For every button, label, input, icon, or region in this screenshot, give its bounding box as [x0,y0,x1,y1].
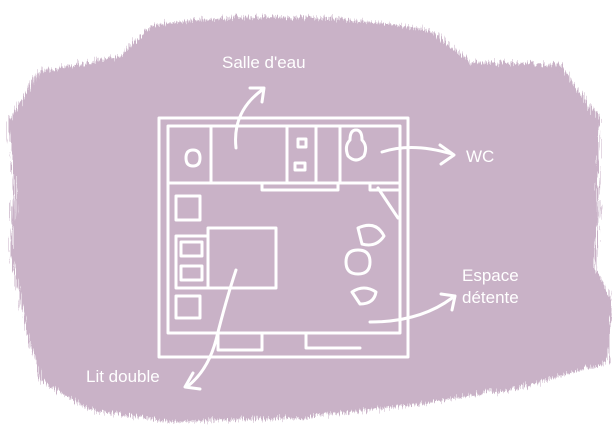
door-bottom-1 [216,331,264,352]
arrow-wc [380,145,454,156]
sink-1 [184,148,202,168]
door-bottom-2 [304,331,362,350]
bed [206,226,278,290]
armchair-2 [350,286,378,306]
label-wc: WC [466,147,495,166]
arrow-lit-head [183,371,202,391]
diagonal-wall [376,186,400,220]
door-2 [368,181,400,192]
sink-2 [293,161,307,172]
shower-drain [296,137,308,149]
pillow-1 [179,240,204,258]
arrow-espace-head [439,292,457,312]
door-1 [260,181,340,192]
label-espace-line1: Espace [462,266,519,285]
brush-background [8,17,612,422]
inner-wall [166,124,402,335]
arrow-lit [186,268,238,388]
arrow-espace [368,296,454,324]
label-espace-detente: Espace détente [462,265,519,309]
storage-bottom [174,294,202,320]
label-espace-line2: détente [462,288,519,308]
storage-left [174,194,202,222]
label-lit-double: Lit double [86,367,160,386]
arrow-wc-head [438,143,456,166]
armchair-1 [356,223,386,247]
arrow-salle-head [248,86,266,104]
pouf [344,248,372,276]
toilet [344,128,368,162]
arrow-salle [234,88,264,150]
label-salle-deau: Salle d'eau [222,53,306,72]
outer-wall [157,116,410,359]
pillow-2 [179,264,204,282]
